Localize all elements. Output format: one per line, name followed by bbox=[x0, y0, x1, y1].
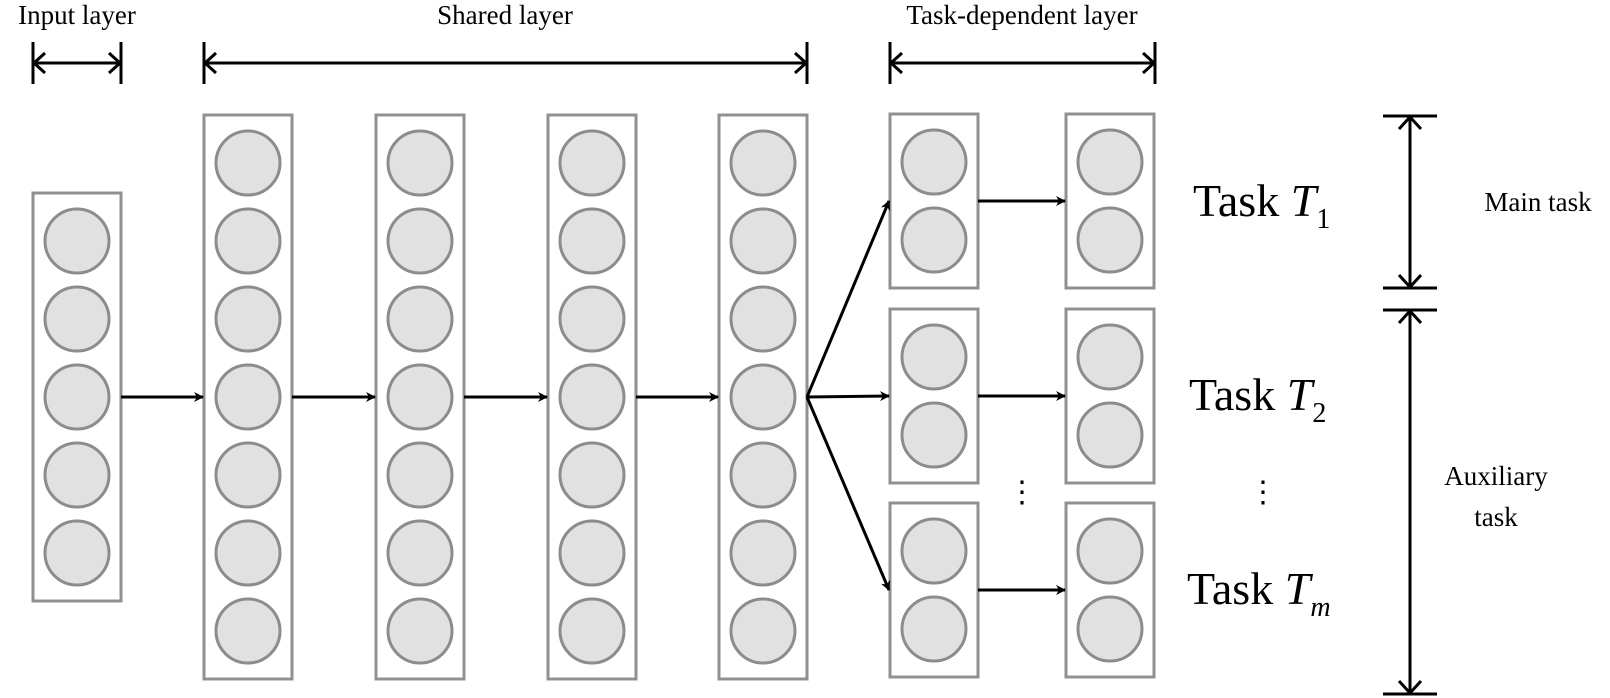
neuron-node bbox=[900, 206, 968, 274]
neuron-node bbox=[214, 519, 282, 587]
neuron-node bbox=[386, 519, 454, 587]
neuron-node bbox=[214, 597, 282, 665]
neuron-node bbox=[1076, 401, 1144, 469]
neuron-node bbox=[43, 207, 111, 275]
neuron-node bbox=[558, 441, 626, 509]
neuron-node bbox=[214, 285, 282, 353]
shared-layer-label: Shared layer bbox=[437, 0, 573, 30]
neuron-node bbox=[729, 285, 797, 353]
task-2-layer-1 bbox=[888, 307, 980, 485]
task-dependent-layer-label: Task-dependent layer bbox=[906, 0, 1137, 30]
neuron-node bbox=[900, 401, 968, 469]
shared-layer-4 bbox=[717, 113, 809, 681]
task-label-2: Task T2 bbox=[1189, 369, 1326, 429]
neuron-node bbox=[729, 207, 797, 275]
task-label-prefix: Task bbox=[1189, 369, 1287, 420]
layers-group bbox=[31, 112, 1156, 681]
neuron-node bbox=[386, 363, 454, 431]
neuron-node bbox=[214, 441, 282, 509]
neuron-node bbox=[900, 323, 968, 391]
neuron-node bbox=[386, 441, 454, 509]
neuron-node bbox=[558, 519, 626, 587]
auxiliary-task-label-line1: Auxiliary bbox=[1444, 461, 1548, 491]
neuron-node bbox=[729, 129, 797, 197]
neuron-node bbox=[1076, 595, 1144, 663]
input-layer-label: Input layer bbox=[18, 0, 136, 30]
input-layer bbox=[31, 191, 123, 603]
neuron-node bbox=[386, 285, 454, 353]
task-1-layer-1 bbox=[888, 112, 980, 290]
neuron-node bbox=[729, 519, 797, 587]
neuron-node bbox=[1076, 206, 1144, 274]
task-label-m: Task Tm bbox=[1187, 563, 1331, 623]
shared-layer-2 bbox=[374, 113, 466, 681]
connection-arrow bbox=[805, 200, 891, 398]
auxiliary-task-bracket bbox=[1383, 308, 1437, 696]
neuron-node bbox=[1076, 323, 1144, 391]
task-subscript: m bbox=[1310, 592, 1330, 623]
task-label-1: Task T1 bbox=[1193, 175, 1330, 235]
neuron-node bbox=[900, 517, 968, 585]
neuron-node bbox=[386, 207, 454, 275]
neuron-node bbox=[43, 285, 111, 353]
neuron-node bbox=[729, 441, 797, 509]
neuron-node bbox=[214, 129, 282, 197]
main-task-bracket bbox=[1383, 114, 1437, 290]
edges-group bbox=[121, 196, 1066, 595]
task-symbol: T bbox=[1285, 563, 1314, 614]
task-2-layer-2 bbox=[1064, 307, 1156, 485]
task-label-prefix: Task bbox=[1193, 175, 1291, 226]
shared-layer-span bbox=[202, 42, 809, 84]
neuron-node bbox=[386, 597, 454, 665]
task-dependent-layer-span bbox=[888, 42, 1157, 84]
task-symbol: T bbox=[1287, 369, 1316, 420]
task-label-prefix: Task bbox=[1187, 563, 1285, 614]
task-subscript: 2 bbox=[1312, 398, 1326, 429]
neuron-node bbox=[558, 597, 626, 665]
connection-arrow bbox=[806, 391, 890, 402]
neuron-node bbox=[729, 363, 797, 431]
neuron-node bbox=[900, 595, 968, 663]
neuron-node bbox=[900, 128, 968, 196]
neuron-node bbox=[1076, 128, 1144, 196]
task-layer-ellipsis: ⋮ bbox=[1007, 476, 1037, 509]
shared-layer-3 bbox=[546, 113, 638, 681]
input-layer-span bbox=[31, 42, 123, 84]
task-symbol: T bbox=[1291, 175, 1320, 226]
neuron-node bbox=[558, 207, 626, 275]
neuron-node bbox=[729, 597, 797, 665]
connection-arrow bbox=[805, 396, 891, 591]
auxiliary-task-label-line2: task bbox=[1474, 502, 1518, 532]
task-label-ellipsis: ⋮ bbox=[1248, 476, 1278, 509]
neuron-node bbox=[214, 207, 282, 275]
neuron-node bbox=[386, 129, 454, 197]
neuron-node bbox=[43, 519, 111, 587]
neuron-node bbox=[43, 441, 111, 509]
task-3-layer-1 bbox=[888, 501, 980, 679]
task-1-layer-2 bbox=[1064, 112, 1156, 290]
neuron-node bbox=[558, 285, 626, 353]
task-3-layer-2 bbox=[1064, 501, 1156, 679]
neuron-node bbox=[1076, 517, 1144, 585]
shared-layer-1 bbox=[202, 113, 294, 681]
main-task-label: Main task bbox=[1484, 187, 1592, 217]
neuron-node bbox=[558, 363, 626, 431]
task-subscript: 1 bbox=[1316, 204, 1330, 235]
neuron-node bbox=[214, 363, 282, 431]
neuron-node bbox=[558, 129, 626, 197]
neuron-node bbox=[43, 363, 111, 431]
